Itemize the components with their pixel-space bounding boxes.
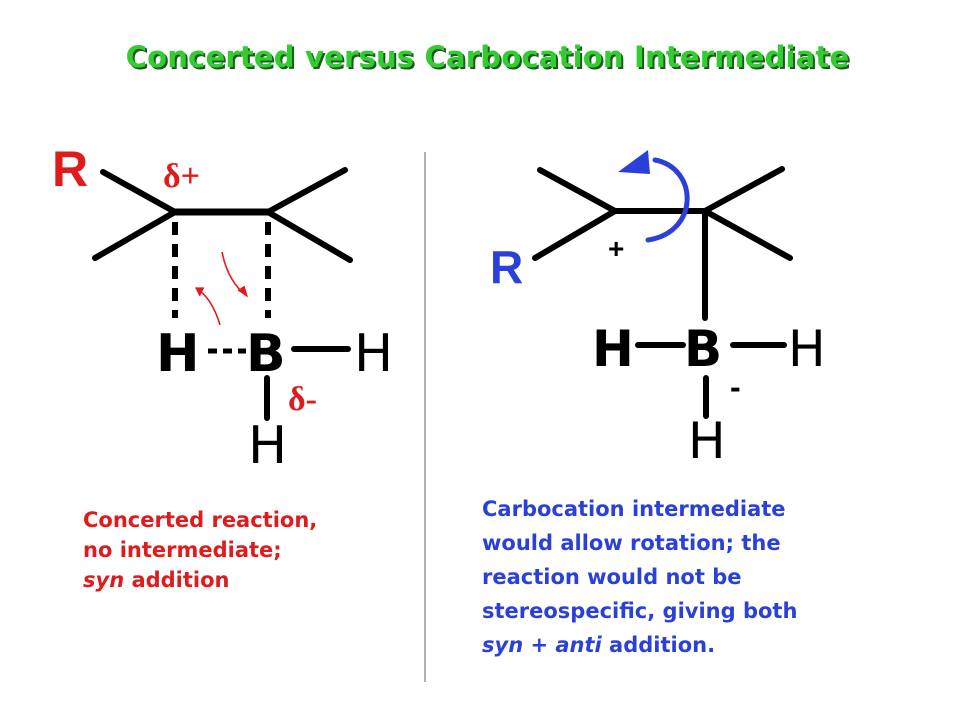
left-h-atom: H xyxy=(156,324,200,384)
left-caption-syn: syn xyxy=(83,568,125,592)
left-h-right-atom: H xyxy=(354,324,393,384)
rotation-arrow xyxy=(618,150,690,243)
right-bond-lower-right xyxy=(702,208,793,261)
right-boron-atom: B xyxy=(684,320,722,378)
right-caption-line-2: would allow rotation; the xyxy=(482,531,781,555)
right-h-bottom-atom: H xyxy=(688,412,726,470)
left-bond-upper-left xyxy=(100,169,178,215)
right-minus-charge: - xyxy=(730,369,741,405)
right-bond-upper-left xyxy=(537,167,618,214)
left-r-label: R xyxy=(52,141,88,197)
left-electron-arrows xyxy=(195,251,249,326)
right-bond-lower-left xyxy=(532,208,618,261)
left-arrow-up-head xyxy=(195,287,204,297)
left-caption-addition: addition xyxy=(124,568,230,592)
left-arrow-down-head xyxy=(237,285,249,298)
right-caption: Carbocation intermediate would allow rot… xyxy=(482,492,797,662)
left-caption: Concerted reaction, no intermediate; syn… xyxy=(83,505,317,595)
left-caption-line-3: syn addition xyxy=(83,565,317,595)
right-caption-syn: syn xyxy=(482,633,524,657)
left-boron-atom: B xyxy=(246,324,286,384)
rotation-arrow-arc xyxy=(645,157,690,243)
left-bond-upper-right xyxy=(265,167,348,215)
right-bond-upper-right xyxy=(702,166,785,214)
left-bond-lower-right xyxy=(265,209,353,263)
right-h-atom: H xyxy=(592,320,634,378)
left-caption-line-2: no intermediate; xyxy=(83,538,282,562)
left-delta-minus: δ- xyxy=(288,381,317,418)
left-caption-line-1: Concerted reaction, xyxy=(83,508,318,532)
left-bond-lower-left xyxy=(92,209,178,261)
right-plus-charge: + xyxy=(608,233,624,264)
right-r-label: R xyxy=(490,241,523,293)
right-h-right-atom: H xyxy=(788,320,826,378)
right-caption-line-4: stereospecific, giving both xyxy=(482,599,798,623)
right-caption-line-3: reaction would not be xyxy=(482,565,742,589)
right-caption-line-5: syn + anti addition. xyxy=(482,628,797,662)
right-structure xyxy=(532,166,793,419)
right-caption-line-1: Carbocation intermediate xyxy=(482,497,786,521)
right-caption-addition: addition. xyxy=(601,633,716,657)
left-delta-plus: δ+ xyxy=(163,158,200,195)
rotation-arrow-head xyxy=(618,150,650,174)
left-h-bottom-atom: H xyxy=(248,416,287,476)
left-structure xyxy=(92,167,353,421)
slide-title: Concerted versus Carbocation Intermediat… xyxy=(125,40,850,74)
right-caption-plus: + xyxy=(523,633,556,657)
right-caption-anti: anti xyxy=(555,633,602,657)
